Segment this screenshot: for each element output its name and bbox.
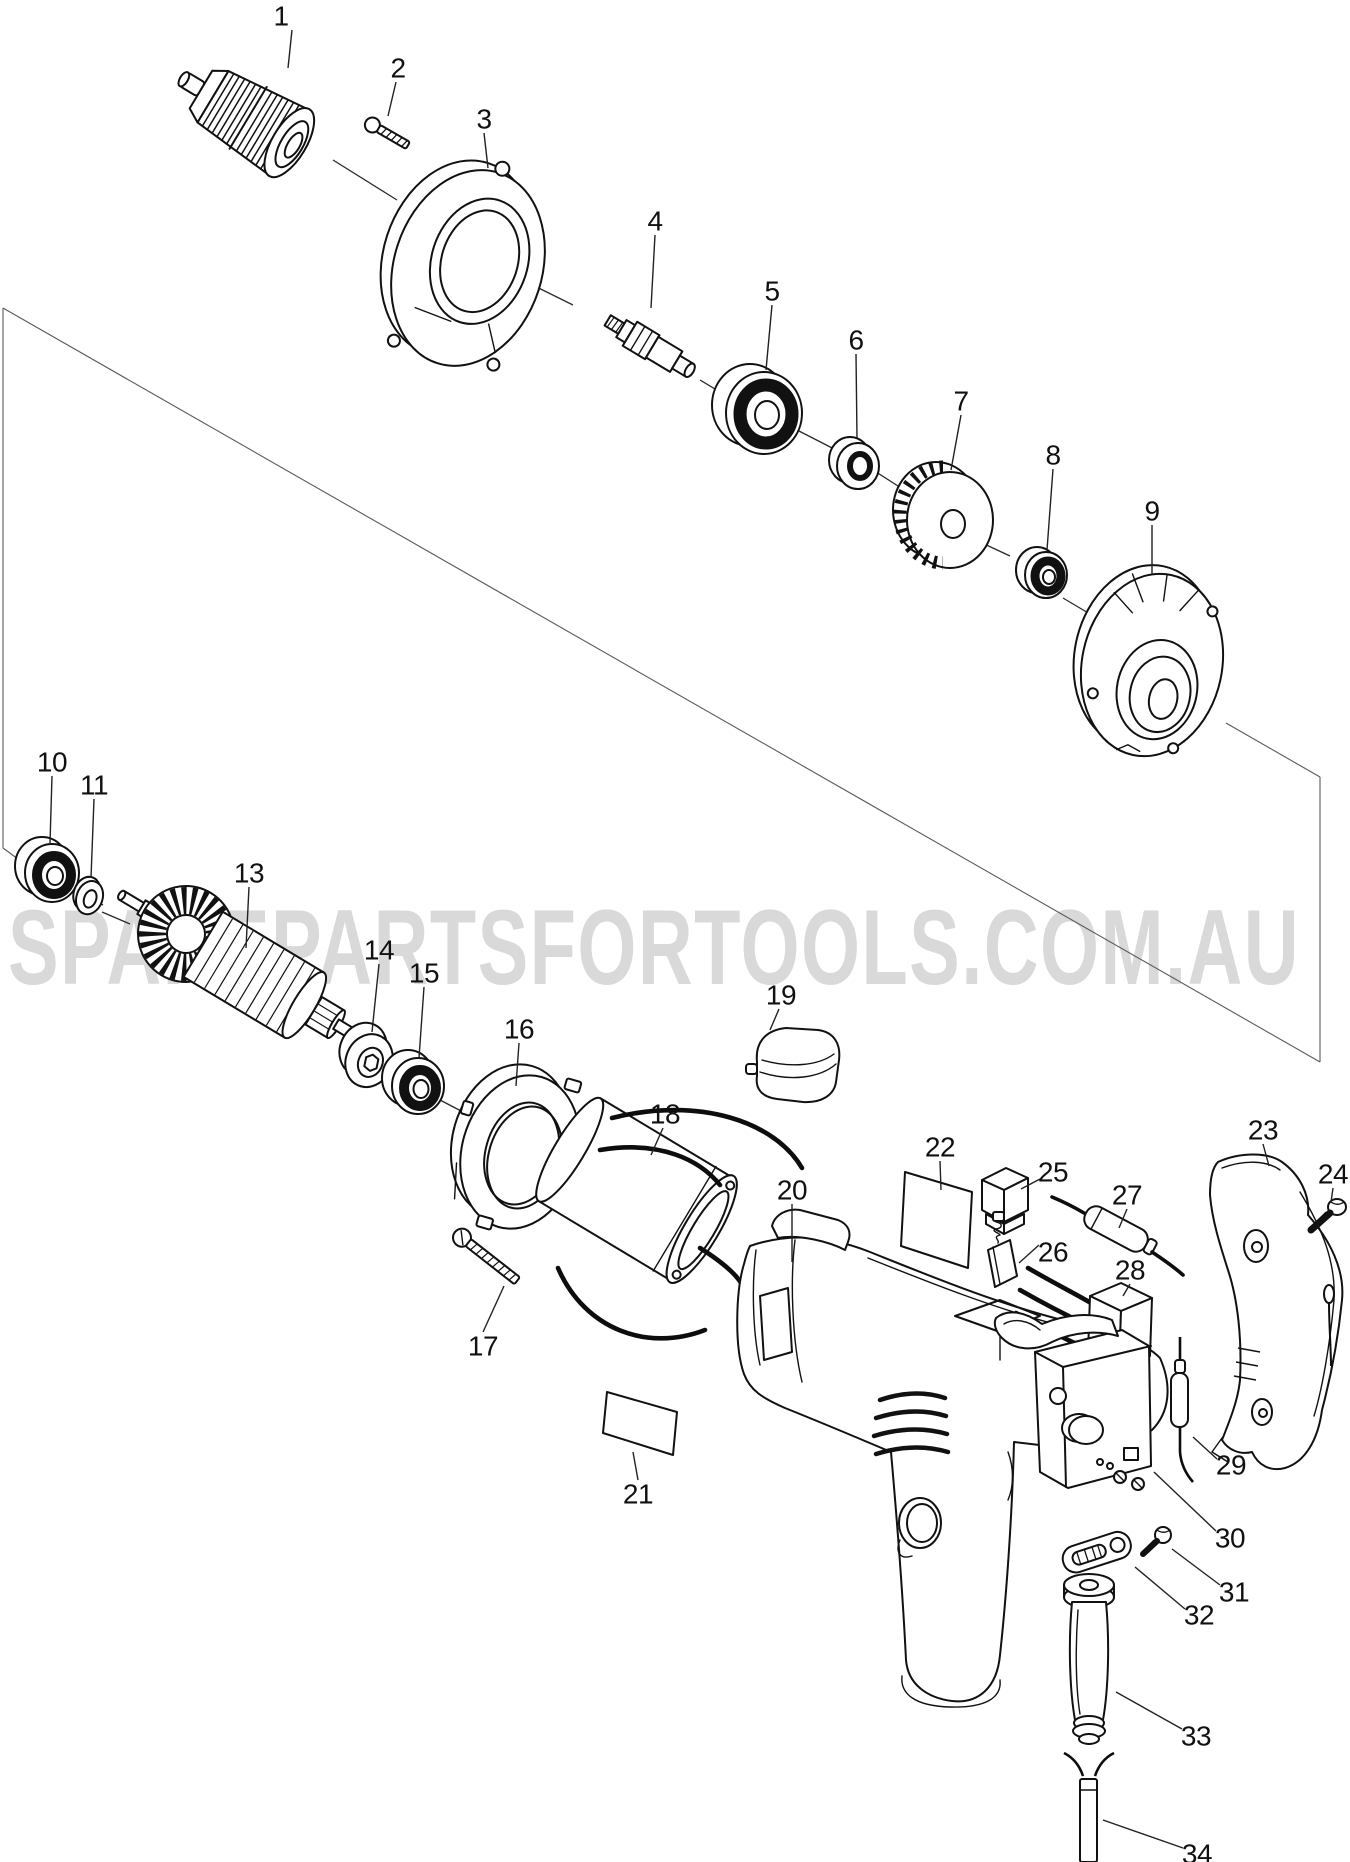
part-screw-handle [1307, 1198, 1347, 1234]
part-spindle [603, 314, 696, 379]
part-leader-8 [1046, 468, 1054, 551]
part-lead-wire-sleeve [1050, 1195, 1185, 1277]
part-ball-bearing-gear [1015, 546, 1068, 599]
part-leader-21 [632, 1451, 639, 1481]
part-handle-cover [1209, 1153, 1344, 1471]
part-label-10: 10 [37, 747, 67, 778]
part-label-4: 4 [647, 206, 662, 237]
part-leader-25 [1020, 1178, 1041, 1190]
part-label-31: 31 [1219, 1577, 1249, 1608]
part-armature [117, 885, 386, 1059]
part-label-plate [602, 1391, 678, 1456]
part-screw-clamp [1140, 1526, 1172, 1557]
part-cord-guard [1063, 1573, 1115, 1745]
part-label-8: 8 [1045, 440, 1060, 471]
part-name-plate [900, 1171, 973, 1269]
part-leader-10 [49, 775, 53, 844]
part-leader-3 [483, 132, 489, 169]
part-leader-13 [245, 886, 250, 949]
part-label-5: 5 [764, 276, 779, 307]
part-labels: 1234567891011131415161718192021222324252… [37, 1, 1349, 1862]
part-label-22: 22 [925, 1132, 955, 1163]
part-leader-22 [939, 1160, 942, 1191]
part-label-2: 2 [390, 53, 405, 84]
part-leader-15 [418, 986, 425, 1059]
part-label-9: 9 [1144, 496, 1159, 527]
axis-lines [74, 159, 1101, 1171]
part-screw-chuck [363, 116, 411, 150]
part-leader-33 [1115, 1691, 1183, 1730]
part-leader-23 [1262, 1143, 1270, 1167]
part-leader-28 [1122, 1283, 1131, 1297]
part-label-27: 27 [1112, 1180, 1142, 1211]
part-label-29: 29 [1216, 1450, 1246, 1481]
part-label-3: 3 [476, 104, 491, 135]
part-field-stator [535, 1096, 805, 1341]
part-leader-31 [1171, 1548, 1221, 1586]
part-label-26: 26 [1038, 1237, 1068, 1268]
part-leader-2 [387, 81, 397, 117]
part-leader-6 [855, 353, 858, 439]
part-label-18: 18 [650, 1099, 680, 1130]
part-power-cord [1063, 1751, 1115, 1862]
part-label-34: 34 [1182, 1839, 1212, 1862]
part-leader-30 [1153, 1471, 1217, 1532]
part-switch [993, 1311, 1152, 1491]
part-label-16: 16 [504, 1014, 534, 1045]
part-leader-27 [1118, 1208, 1128, 1229]
part-leader-1 [287, 29, 293, 69]
part-label-21: 21 [623, 1479, 653, 1510]
part-leader-34 [1102, 1819, 1184, 1849]
part-bearing-plate [1072, 564, 1225, 758]
part-washer-small [72, 875, 105, 916]
part-brush-holder [981, 1167, 1029, 1235]
part-label-24: 24 [1318, 1159, 1348, 1190]
part-leader-17 [482, 1285, 505, 1333]
part-leader-19 [769, 1008, 780, 1031]
part-leader-11 [90, 798, 95, 879]
part-drill-chuck [177, 69, 316, 179]
part-leader-5 [765, 304, 773, 371]
part-brush-holder-cap [745, 1027, 841, 1104]
part-ball-bearing-front [711, 363, 803, 455]
part-label-32: 32 [1184, 1600, 1214, 1631]
construction-lines [2, 307, 1321, 1063]
part-label-19: 19 [766, 980, 796, 1011]
part-leader-29 [1192, 1436, 1218, 1460]
part-label-14: 14 [364, 935, 394, 966]
part-washer [338, 1021, 394, 1089]
part-label-13: 13 [234, 858, 264, 889]
part-label-23: 23 [1248, 1115, 1278, 1146]
part-leader-18 [650, 1127, 664, 1156]
part-leader-24 [1330, 1187, 1334, 1203]
part-cord-clamp [1061, 1530, 1132, 1574]
part-gear-housing-cover [379, 159, 546, 372]
part-label-20: 20 [777, 1175, 807, 1206]
part-leader-32 [1134, 1566, 1186, 1610]
part-ball-bearing-rear [14, 836, 80, 903]
part-label-33: 33 [1181, 1721, 1211, 1752]
part-label-15: 15 [409, 958, 439, 989]
part-gear [892, 460, 994, 570]
part-lead-wire [1170, 1284, 1335, 1483]
part-leader-14 [371, 963, 380, 1033]
part-label-25: 25 [1038, 1157, 1068, 1188]
part-tapping-screw [451, 1227, 521, 1285]
part-leader-4 [650, 234, 656, 309]
part-leader-16 [515, 1042, 520, 1087]
part-leader-26 [1018, 1244, 1040, 1264]
part-label-7: 7 [953, 386, 968, 417]
part-label-6: 6 [848, 325, 863, 356]
part-ball-bearing-armature [381, 1049, 445, 1115]
part-ring [828, 436, 880, 490]
part-label-28: 28 [1115, 1255, 1145, 1286]
part-leader-7 [950, 414, 962, 471]
part-label-11: 11 [80, 770, 108, 801]
part-label-30: 30 [1215, 1523, 1245, 1554]
part-carbon-brush [987, 1211, 1018, 1288]
part-label-1: 1 [273, 1, 288, 32]
part-label-17: 17 [468, 1331, 498, 1362]
